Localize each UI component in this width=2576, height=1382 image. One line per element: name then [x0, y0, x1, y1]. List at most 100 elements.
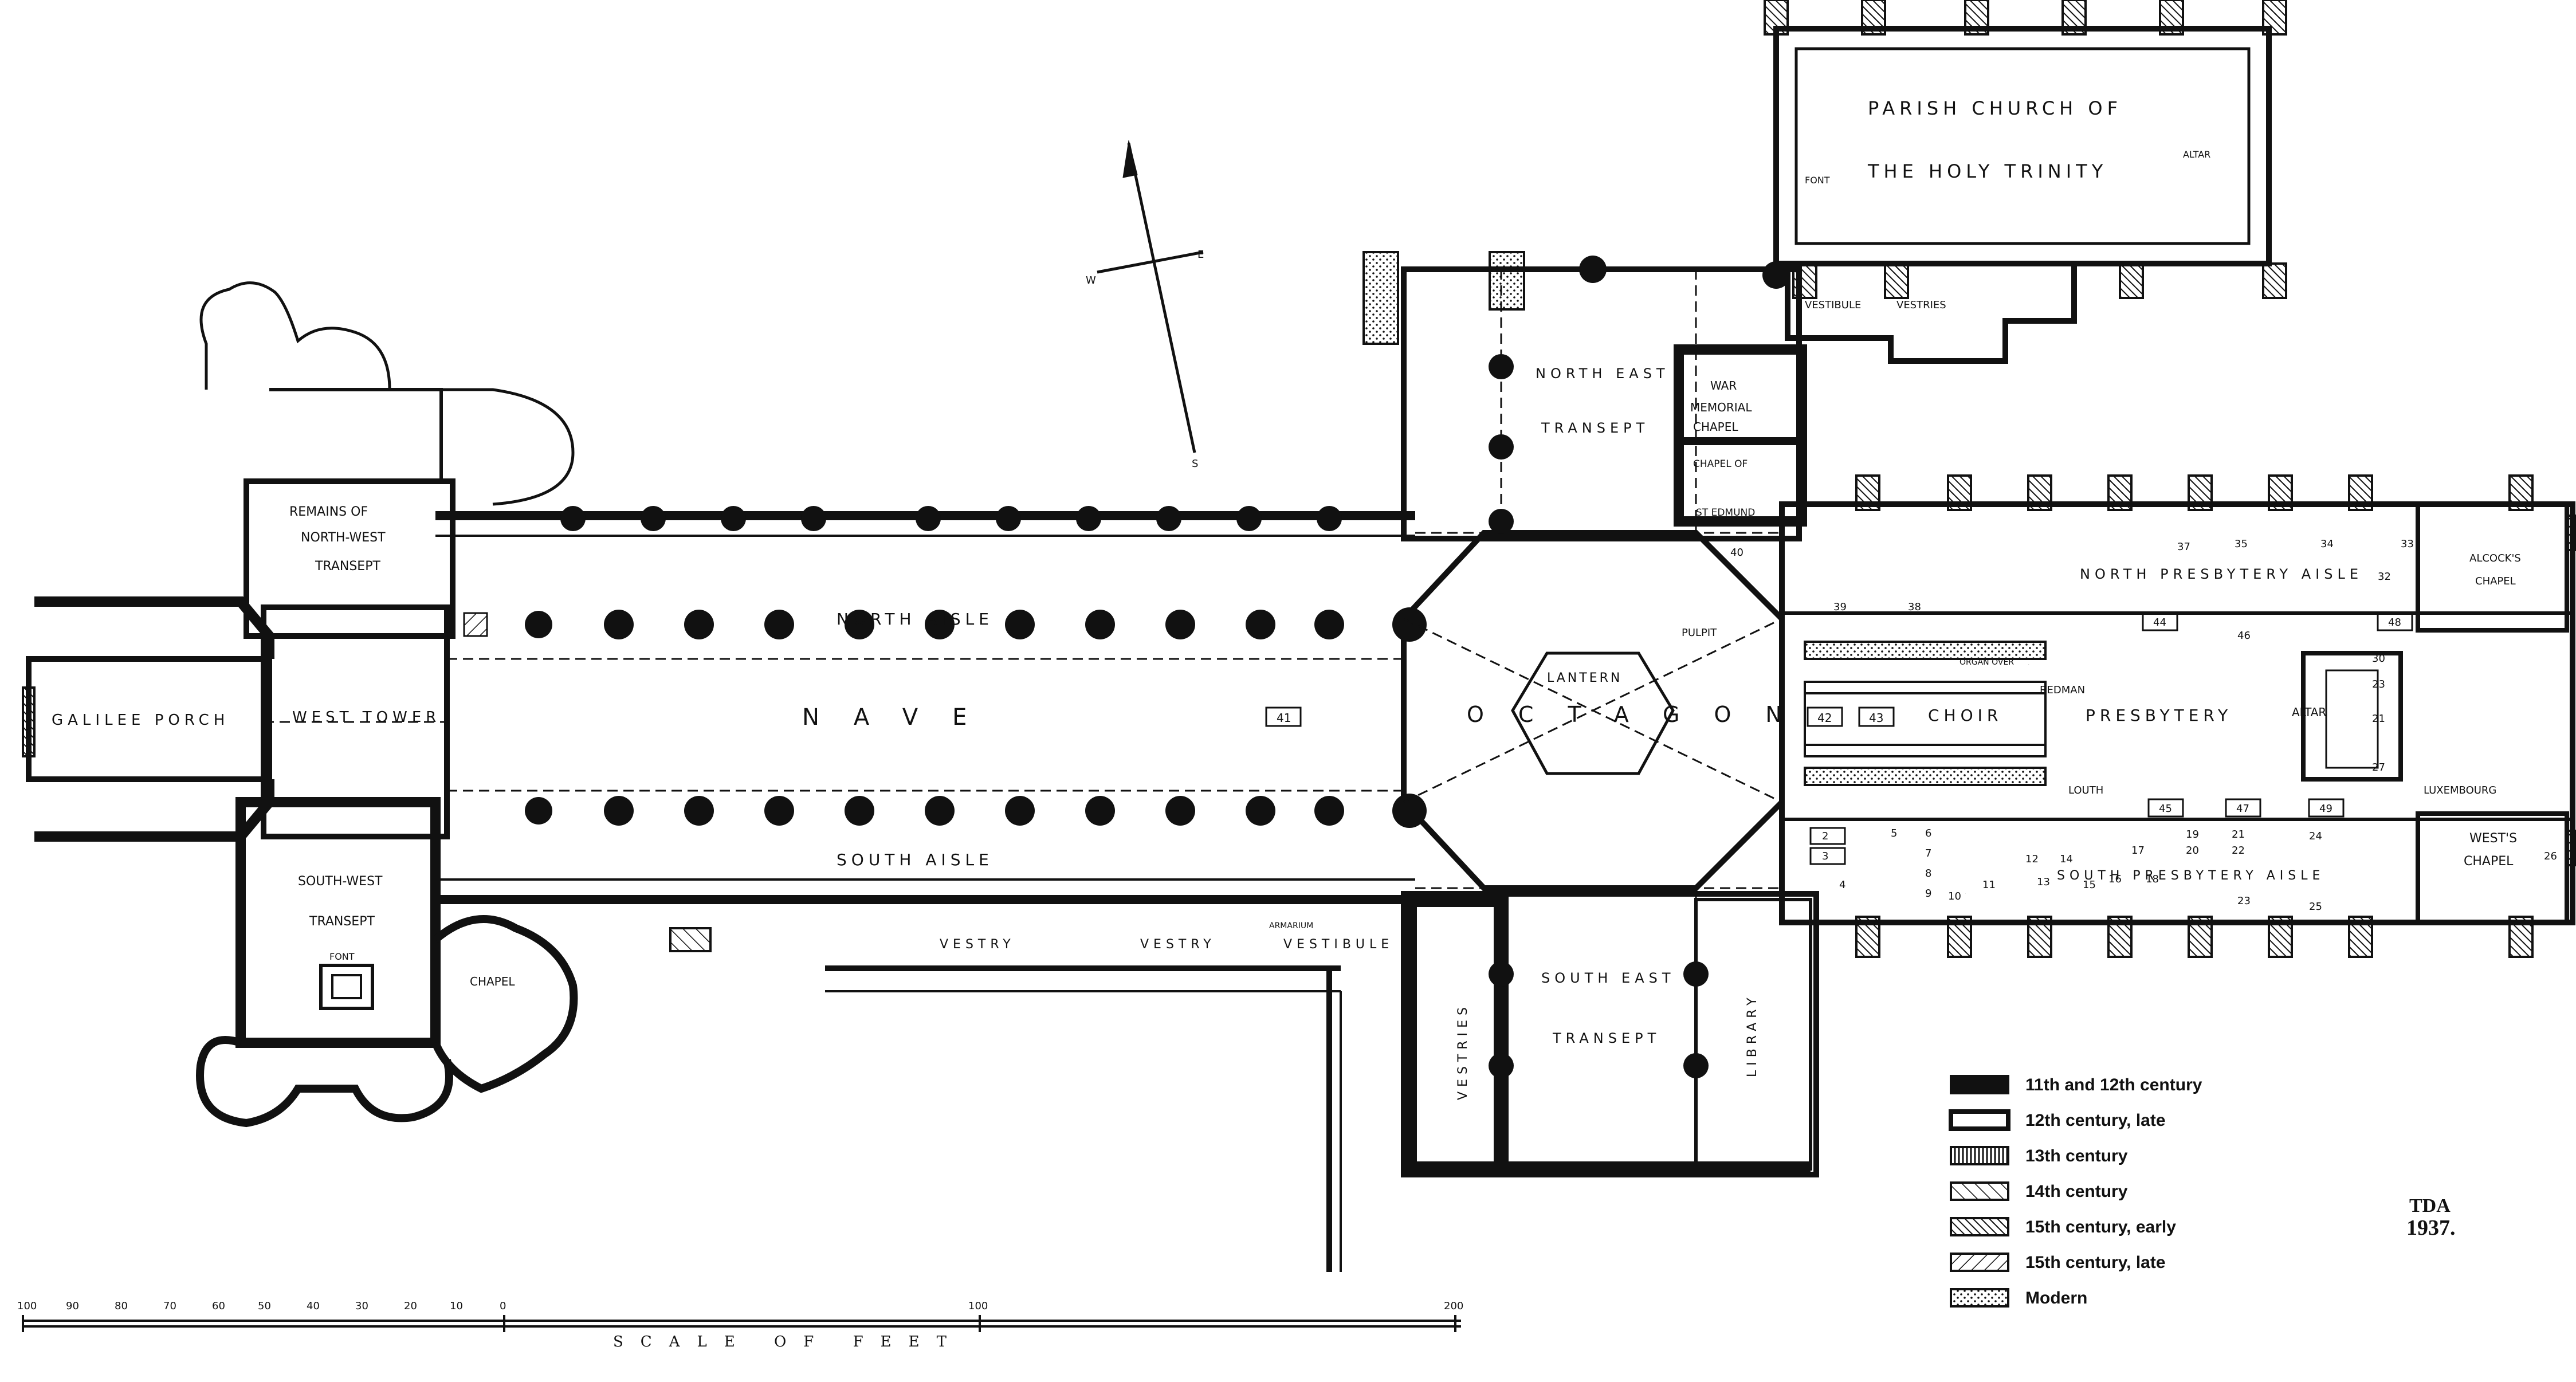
label-remains-2: NORTH-WEST — [301, 531, 386, 545]
scale-tick-0: 0 — [500, 1300, 506, 1312]
marker-41: 41 — [1277, 711, 1291, 725]
marker-15: 15 — [2083, 879, 2096, 891]
scale-tick-100a: 100 — [17, 1300, 37, 1312]
marker-18: 18 — [2146, 873, 2159, 885]
marker-3: 3 — [1822, 850, 1828, 862]
marker-48: 48 — [2388, 617, 2401, 629]
marker-5: 5 — [1891, 827, 1897, 839]
marker-8: 8 — [1925, 867, 1931, 880]
legend-label: 13th century — [2025, 1147, 2128, 1165]
legend-swatch — [1949, 1109, 2010, 1131]
room-labels: PARISH CHURCH OF THE HOLY TRINITY FONT A… — [52, 97, 2521, 1100]
label-pulpit: PULPIT — [1682, 627, 1717, 639]
legend-label: 11th and 12th century — [2025, 1075, 2202, 1094]
modern-area-ne — [1489, 251, 1525, 311]
label-library: LIBRARY — [1745, 993, 1760, 1077]
label-font-sw: FONT — [329, 951, 355, 962]
marker-40: 40 — [1730, 547, 1743, 559]
marker-45: 45 — [2159, 803, 2172, 815]
marker-10: 10 — [1948, 890, 1961, 902]
label-remains-1: REMAINS OF — [289, 505, 368, 519]
marker-38: 38 — [1908, 601, 1921, 613]
vault-lines — [264, 269, 1782, 1169]
signature-initials: TDA — [2409, 1195, 2451, 1216]
legend-swatch — [1950, 1146, 2009, 1165]
marker-42: 42 — [1817, 711, 1832, 725]
label-vestibule-south: VESTIBULE — [1283, 937, 1393, 952]
marker-13: 13 — [2037, 876, 2050, 888]
marker-37: 37 — [2177, 541, 2190, 553]
legend-label: Modern — [2025, 1289, 2087, 1308]
marker-32: 32 — [2378, 571, 2391, 583]
scale-tick-30: 30 — [355, 1300, 368, 1312]
scale-tick-90: 90 — [66, 1300, 79, 1312]
choir-stalls — [1804, 641, 2403, 786]
legend-label: 14th century — [2025, 1182, 2128, 1201]
legend-swatch — [1950, 1253, 2009, 1272]
label-wests-1: WEST'S — [2469, 831, 2517, 846]
marker-33: 33 — [2401, 538, 2414, 550]
nw-transept-remains — [244, 478, 455, 639]
label-war-memorial-2: MEMORIAL — [1690, 401, 1752, 414]
label-parish-church-1: PARISH CHURCH OF — [1868, 97, 2122, 119]
parish-church-wall — [1773, 26, 2272, 266]
scale-ticks: 100 90 80 70 60 50 40 30 20 10 0 100 200 — [17, 1300, 1463, 1312]
label-vestries-north: VESTRIES — [1896, 299, 1946, 311]
marker-23b: 23 — [2237, 895, 2251, 907]
scale-tick-60: 60 — [212, 1300, 225, 1312]
nw-transept-hatch — [463, 612, 488, 637]
marker-23a: 23 — [2372, 678, 2385, 690]
nave-piers — [525, 256, 1790, 1078]
label-se-transept-2: TRANSEPT — [1552, 1030, 1660, 1046]
scale-tick-70: 70 — [163, 1300, 176, 1312]
label-lantern: LANTERN — [1547, 671, 1622, 685]
marker-14: 14 — [2060, 853, 2073, 865]
legend-label: 15th century, late — [2025, 1253, 2166, 1272]
marker-17: 17 — [2131, 845, 2145, 857]
marker-numbers: 41 42 43 39 38 40 37 35 34 33 32 44 46 4… — [1277, 538, 2557, 913]
marker-19: 19 — [2186, 829, 2199, 841]
marker-36: 36 — [2028, 664, 2029, 665]
marker-30: 30 — [2372, 653, 2385, 665]
label-nave: NAVE — [802, 704, 1001, 731]
vestibule-block — [1785, 264, 2077, 364]
label-sw-transept-1: SOUTH-WEST — [298, 874, 383, 889]
label-font-parish: FONT — [1805, 175, 1830, 186]
label-south-aisle: SOUTH AISLE — [837, 850, 994, 869]
label-vestibule-north: VESTIBULE — [1805, 299, 1861, 311]
label-octagon: OCTAGON — [1467, 702, 1816, 727]
label-altar-parish: ALTAR — [2183, 149, 2210, 160]
marker-25: 25 — [2309, 901, 2322, 913]
marker-44: 44 — [2153, 617, 2166, 629]
marker-2: 2 — [1822, 830, 1828, 842]
scale-tick-200: 200 — [1444, 1300, 1463, 1312]
monument-markers — [1265, 612, 2413, 865]
marker-26: 26 — [2544, 850, 2557, 862]
legend-swatch — [1950, 1075, 2009, 1094]
label-luxembourg: LUXEMBOURG — [2424, 784, 2496, 796]
marker-49: 49 — [2319, 803, 2332, 815]
marker-11: 11 — [1982, 879, 1996, 891]
label-se-transept-1: SOUTH EAST — [1541, 970, 1675, 986]
legend-swatch — [1950, 1288, 2009, 1308]
marker-21a: 21 — [2372, 713, 2385, 725]
marker-16: 16 — [2108, 873, 2122, 885]
label-redman: REDMAN — [2040, 684, 2085, 696]
label-ne-transept-2: TRANSEPT — [1541, 420, 1649, 436]
marker-34: 34 — [2320, 538, 2334, 550]
sw-font — [319, 964, 374, 1010]
label-armarium: ARMARIUM — [1269, 921, 1313, 931]
label-alcocks-1: ALCOCK'S — [2469, 552, 2521, 564]
marker-4: 4 — [1839, 879, 1845, 891]
presbytery-wall — [1779, 501, 2575, 925]
marker-21b: 21 — [2232, 829, 2245, 841]
label-alcocks-2: CHAPEL — [2475, 575, 2516, 587]
label-vestries-south: VESTRIES — [1456, 1003, 1470, 1100]
label-south-presbytery-aisle: SOUTH PRESBYTERY AISLE — [2057, 869, 2324, 883]
label-st-edmund: ST EDMUND — [1696, 507, 1755, 519]
label-sw-transept-2: TRANSEPT — [309, 914, 375, 929]
scale-tick-10: 10 — [450, 1300, 463, 1312]
label-vestry-2: VESTRY — [1140, 937, 1216, 952]
label-choir: CHOIR — [1928, 706, 2002, 725]
modern-area-nw — [1362, 251, 1399, 345]
